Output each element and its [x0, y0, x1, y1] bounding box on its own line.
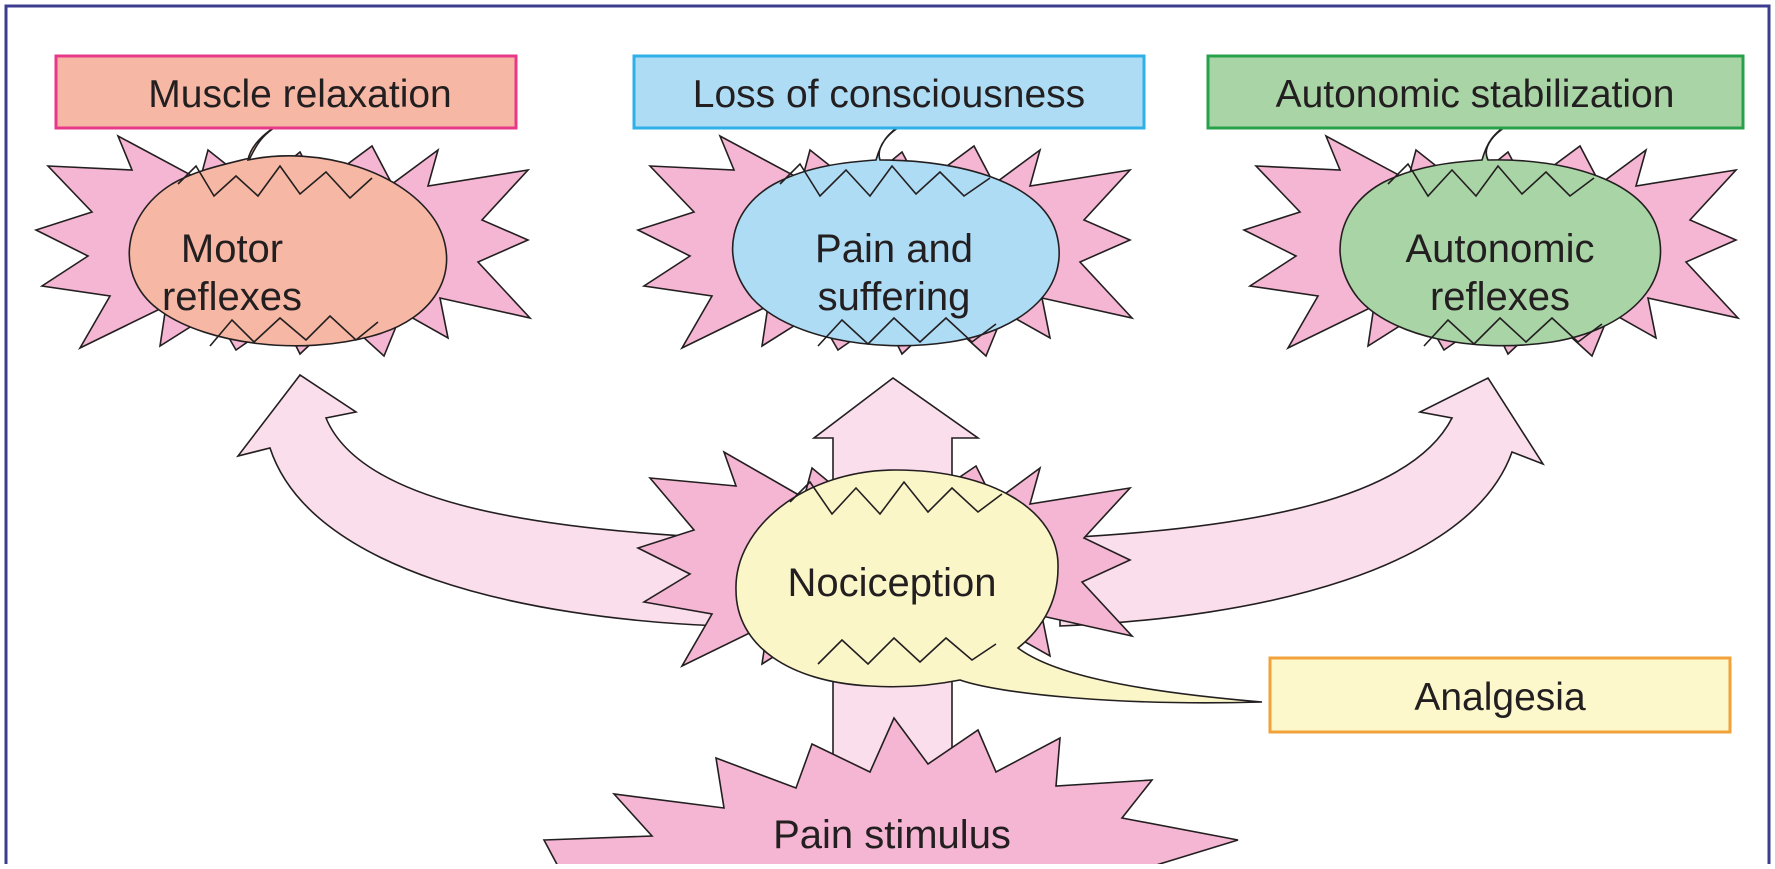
motor-label-line1: Motor [181, 227, 283, 271]
box-analgesia: Analgesia [1268, 656, 1732, 734]
nociception-bubble [735, 469, 1263, 704]
pain-zigzag-top [779, 162, 991, 198]
pain-stimulus-label: Pain stimulus [773, 813, 1011, 857]
arrow-curve-right [1059, 376, 1545, 627]
muscle-relaxation-border [54, 54, 518, 130]
autonomic-stabilization-box [1208, 56, 1743, 128]
node-nociception: Nociception [635, 450, 1263, 704]
arrow-curve-left [235, 373, 721, 627]
motor-zigzag-top [177, 164, 373, 200]
loss-of-consciousness-label: Loss of consciousness [693, 73, 1085, 116]
muscle-relaxation-label: Muscle relaxation [148, 73, 451, 116]
autonomic-label-line1: Autonomic [1406, 227, 1595, 271]
node-autonomic-reflexes: Autonomic reflexes [1241, 119, 1741, 358]
pain-zigzag-bottom [817, 316, 997, 347]
motor-bubble [128, 119, 448, 347]
motor-label-line2: reflexes [162, 275, 302, 319]
analgesia-box [1270, 658, 1730, 732]
autonomic-stabilization-border [1206, 54, 1745, 130]
autonomic-bubble [1339, 119, 1662, 347]
loss-of-consciousness-box [634, 56, 1144, 128]
muscle-relaxation-box [56, 56, 516, 128]
autonomic-zigzag-bottom [1423, 316, 1603, 347]
autonomic-label-line2: reflexes [1430, 275, 1570, 319]
nociception-label: Nociception [787, 561, 996, 605]
analgesia-border [1268, 656, 1732, 734]
nociception-zigzag-bottom [817, 636, 997, 666]
node-pain-and-suffering: Pain and suffering [635, 119, 1135, 358]
pain-label-line1: Pain and [815, 227, 973, 271]
loss-of-consciousness-border [632, 54, 1146, 130]
node-motor-reflexes: Motor reflexes [33, 119, 533, 358]
motor-zigzag-bottom [209, 314, 379, 347]
box-muscle-relaxation: Muscle relaxation [54, 54, 518, 130]
nociception-zigzag-top [789, 480, 1003, 516]
pain-label-line2: suffering [818, 275, 971, 319]
node-pain-stimulus: Pain stimulus [542, 716, 1239, 869]
autonomic-zigzag-top [1387, 162, 1595, 198]
pain-bubble [731, 119, 1060, 347]
autonomic-stabilization-label: Autonomic stabilization [1276, 73, 1675, 116]
box-loss-of-consciousness: Loss of consciousness [632, 54, 1146, 130]
analgesia-label: Analgesia [1414, 676, 1586, 719]
starburst-pain-stimulus [542, 716, 1239, 869]
box-autonomic-stabilization: Autonomic stabilization [1206, 54, 1745, 130]
